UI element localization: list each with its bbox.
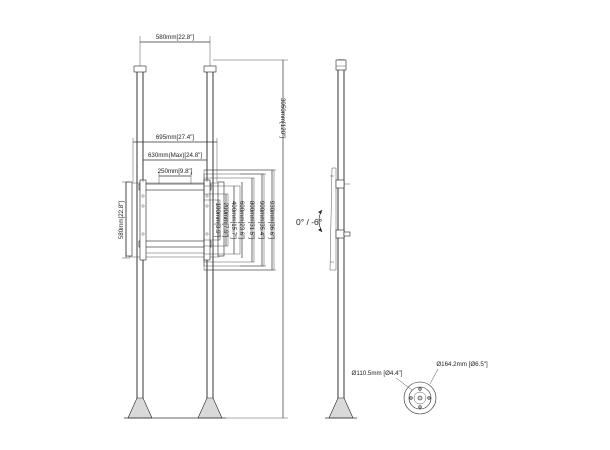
- dim-vert-400: 400mm[15.7"]: [230, 201, 237, 240]
- side-floor-base: [328, 397, 354, 419]
- left-bracket-outer: [125, 181, 133, 257]
- dim-vert-930: 930mm[36.6"]: [268, 201, 275, 240]
- base-top-view: Ø110.5mm [Ø4.4"] Ø164.2mm [Ø6.5"]: [352, 361, 488, 415]
- bottom-rail: [138, 240, 212, 248]
- right-top-clamp: [203, 65, 217, 73]
- right-floor-base: [197, 397, 223, 419]
- side-bracket-lower: [335, 229, 345, 239]
- top-rail: [138, 183, 212, 191]
- tilt-arrow-bottom: [318, 228, 322, 232]
- base-center-circle: [413, 391, 427, 405]
- left-top-clamp: [133, 65, 147, 73]
- right-bracket: [203, 179, 211, 261]
- left-floor-base: [127, 397, 153, 419]
- base-inner-diameter: Ø110.5mm [Ø4.4"]: [352, 370, 403, 377]
- dim-vert-800: 800mm[31.5"]: [248, 201, 255, 240]
- tilt-label: 0° / -6°: [296, 217, 322, 227]
- vesa-height-dimensions: [204, 169, 276, 271]
- tilt-arrow-top: [318, 210, 322, 214]
- dim-total-height: 3050mm[120"]: [279, 98, 286, 138]
- dim-width-630: 630mm(Max)[24.8"]: [148, 152, 202, 159]
- left-bracket: [139, 179, 147, 261]
- dim-vert-600: 600mm[23.6"]: [238, 201, 245, 240]
- dim-width-250: 250mm[9.8"]: [158, 168, 193, 175]
- base-outer-diameter: Ø164.2mm [Ø6.5"]: [436, 361, 488, 368]
- dim-vert-200: 200mm[7.9"]: [222, 203, 229, 238]
- side-top-cap: [335, 59, 347, 71]
- dim-vert-900: 900mm[35.4"]: [258, 201, 265, 240]
- side-view: 0° / -6°: [296, 59, 357, 419]
- dim-pole-spacing: 580mm[22.8"]: [156, 34, 195, 41]
- side-tv-outline: [329, 167, 337, 271]
- dim-vert-100: 100mm[3.9"]: [214, 203, 221, 238]
- bracket-holes: [141, 194, 209, 236]
- base-bolt-holes: [409, 387, 431, 409]
- side-arm: [343, 231, 351, 237]
- front-view: 580mm[22.8"] 695mm[27.4"] 630mm(Max)[24.…: [118, 34, 288, 419]
- vesa-outline-6: [203, 199, 221, 241]
- side-bracket-upper: [335, 179, 345, 189]
- dim-height-580: 580mm[22.8"]: [118, 201, 125, 240]
- dim-width-695: 695mm[27.4"]: [156, 134, 195, 141]
